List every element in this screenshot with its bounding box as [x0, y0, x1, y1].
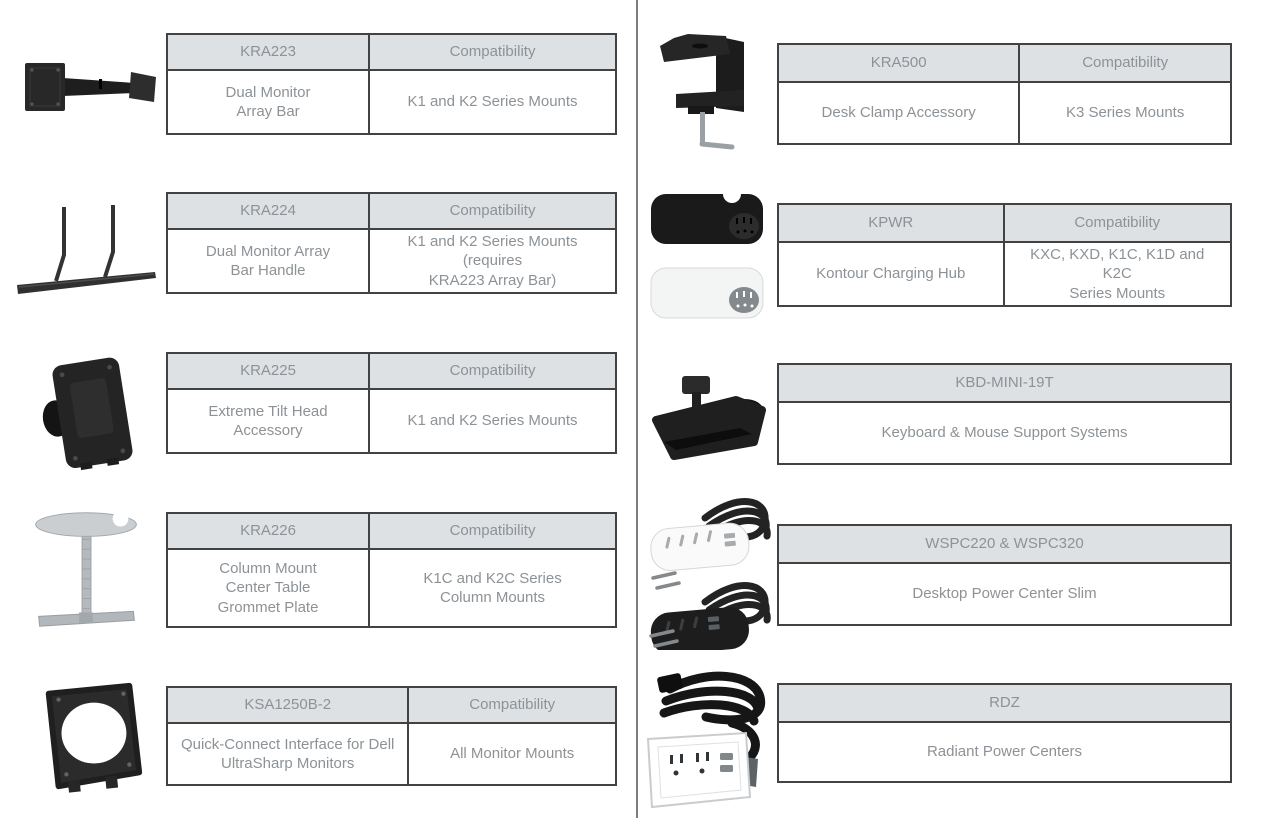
description-cell: Quick-Connect Interface for Dell UltraSh… [168, 724, 410, 784]
compatibility-cell: K1 and K2 Series Mounts (requires KRA223… [407, 232, 578, 289]
model-header: KRA223 [168, 35, 371, 69]
product-table-rdz: RDZ Radiant Power Centers [777, 683, 1232, 783]
compatibility-header: Compatibility [449, 43, 536, 61]
description-cell: Column Mount Center Table Grommet Plate [168, 550, 371, 626]
model-header: KBD-MINI-19T [955, 374, 1054, 392]
compatibility-header: Compatibility [449, 522, 536, 540]
description-cell: Dual Monitor Array Bar [168, 71, 371, 133]
product-image-array-bar-handle [12, 195, 162, 310]
product-image-radiant-power-center [636, 663, 782, 818]
product-table-kra223: KRA223 Compatibility Dual Monitor Array … [166, 33, 617, 135]
column-divider [636, 0, 638, 818]
product-table-ksa1250b2: KSA1250B-2 Compatibility Quick-Connect I… [166, 686, 617, 786]
compatibility-header: Compatibility [449, 362, 536, 380]
product-image-desk-clamp [648, 22, 766, 150]
compatibility-header: Compatibility [469, 696, 556, 714]
model-header: KRA225 [168, 354, 371, 388]
product-image-quick-connect-plate [28, 678, 153, 796]
model-header: KPWR [779, 205, 1005, 241]
product-table-wspc: WSPC220 & WSPC320 Desktop Power Center S… [777, 524, 1232, 626]
product-table-kra224: KRA224 Compatibility Dual Monitor Array … [166, 192, 617, 294]
model-header: KRA224 [168, 194, 371, 228]
product-image-grommet-plate [22, 492, 152, 640]
description-cell: Extreme Tilt Head Accessory [168, 390, 371, 452]
model-header: KRA226 [168, 514, 371, 548]
description-cell: Keyboard & Mouse Support Systems [881, 424, 1128, 442]
product-image-charging-hubs [646, 188, 771, 323]
product-table-kra500: KRA500 Compatibility Desk Clamp Accessor… [777, 43, 1232, 145]
model-header: KSA1250B-2 [168, 688, 410, 722]
model-header: RDZ [989, 694, 1020, 712]
product-table-kra226: KRA226 Compatibility Column Mount Center… [166, 512, 617, 628]
product-table-kra225: KRA225 Compatibility Extreme Tilt Head A… [166, 352, 617, 454]
compatibility-cell: K1C and K2C Series Column Mounts [423, 569, 562, 607]
product-image-keyboard-tray [642, 370, 770, 468]
description-cell: Desktop Power Center Slim [912, 585, 1097, 603]
compatibility-cell: KXC, KXD, K1C, K1D and K2C Series Mounts [1030, 245, 1205, 302]
description-cell: Desk Clamp Accessory [779, 83, 1021, 143]
product-table-kpwr: KPWR Compatibility Kontour Charging Hub … [777, 203, 1232, 307]
product-table-kbd-mini-19t: KBD-MINI-19T Keyboard & Mouse Support Sy… [777, 363, 1232, 465]
model-header: WSPC220 & WSPC320 [925, 535, 1084, 553]
compatibility-cell: K1 and K2 Series Mounts [407, 93, 578, 111]
description-cell: Dual Monitor Array Bar Handle [168, 230, 371, 292]
product-image-desktop-power-centers [643, 478, 775, 650]
description-cell: Kontour Charging Hub [779, 243, 1005, 305]
compatibility-header: Compatibility [449, 202, 536, 220]
compatibility-cell: All Monitor Mounts [450, 745, 575, 763]
compatibility-cell: K3 Series Mounts [1065, 104, 1185, 122]
description-cell: Radiant Power Centers [926, 743, 1083, 761]
product-image-tilt-head [28, 352, 143, 477]
model-header: KRA500 [779, 45, 1021, 81]
compatibility-cell: K1 and K2 Series Mounts [407, 412, 578, 430]
compatibility-header: Compatibility [1082, 54, 1169, 72]
product-image-dual-monitor-array-bar [15, 38, 160, 138]
compatibility-header: Compatibility [1074, 214, 1161, 232]
